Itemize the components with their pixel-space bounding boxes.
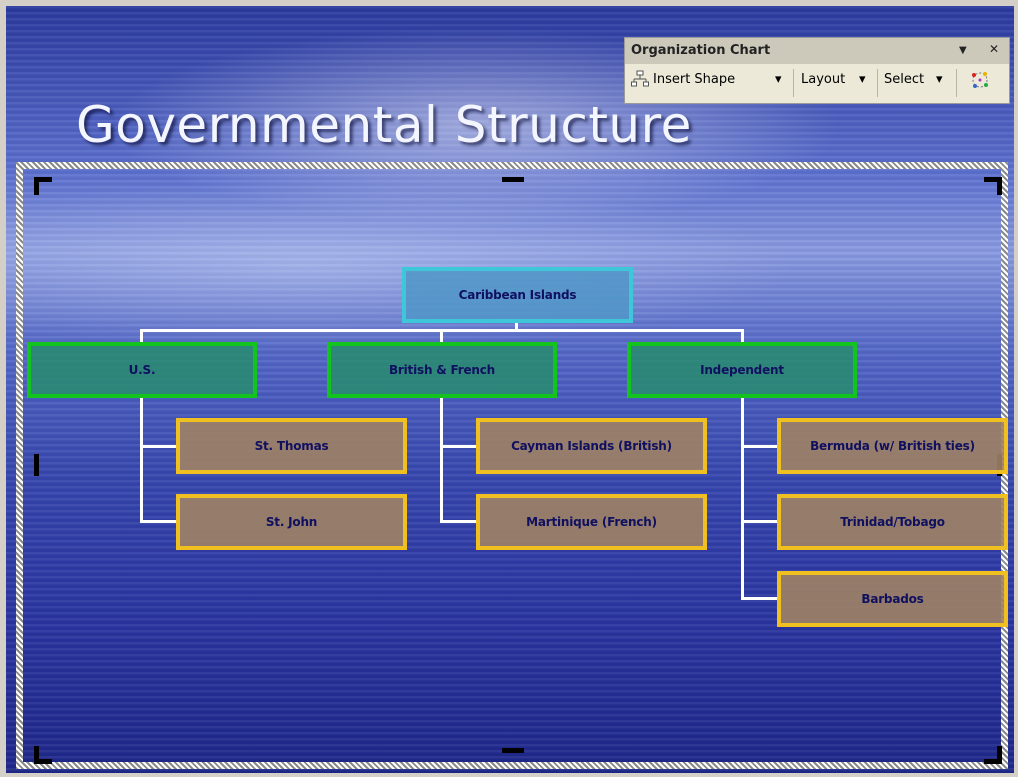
org-box-us[interactable]: U.S.	[27, 342, 257, 398]
resize-handle-bottom-right[interactable]	[997, 746, 1002, 764]
toolbar-separator	[793, 69, 794, 97]
connector-independent-branch-1	[741, 445, 779, 448]
resize-handle-bottom-left-h[interactable]	[34, 759, 52, 764]
resize-handle-top-right-v[interactable]	[997, 177, 1002, 195]
toolbar-separator	[877, 69, 878, 97]
autoformat-glyph-icon	[972, 72, 988, 88]
toolbar-title: Organization Chart	[631, 43, 771, 58]
connector-root-down	[515, 321, 518, 331]
connector-british-french-branch-2	[440, 520, 478, 523]
connector-us-branch-2	[140, 520, 178, 523]
layout-button[interactable]: Layout	[801, 72, 846, 87]
resize-handle-top-left-v[interactable]	[34, 177, 39, 195]
slide-canvas[interactable]: Governmental Structure Caribbean Islands…	[6, 6, 1014, 773]
org-shape-icon	[631, 70, 649, 87]
toolbar-options-icon[interactable]: ▼	[959, 45, 967, 56]
connector-british-french-trunk	[440, 396, 443, 523]
connector-independent-branch-2	[741, 520, 779, 523]
connector-us-up	[140, 329, 143, 345]
organization-chart-toolbar[interactable]: Organization Chart ▼ ✕ Insert Shape ▾ La…	[624, 37, 1010, 104]
resize-handle-bottom-right-h[interactable]	[984, 759, 1002, 764]
org-box-barbados[interactable]: Barbados	[777, 571, 1008, 627]
org-box-independent[interactable]: Independent	[627, 342, 857, 398]
resize-handle-top-left[interactable]	[34, 177, 52, 182]
org-box-martinique[interactable]: Martinique (French)	[476, 494, 707, 550]
connector-us-trunk	[140, 396, 143, 523]
connector-us-branch-1	[140, 445, 178, 448]
org-box-caribbean-islands[interactable]: Caribbean Islands	[402, 267, 633, 323]
resize-handle-top-right[interactable]	[984, 177, 1002, 182]
toolbar-title-bar[interactable]: Organization Chart ▼ ✕	[625, 38, 1009, 64]
org-box-st-john[interactable]: St. John	[176, 494, 407, 550]
autoformat-icon[interactable]	[969, 69, 991, 95]
select-dropdown-icon[interactable]: ▾	[936, 72, 943, 87]
org-box-british-french[interactable]: British & French	[327, 342, 557, 398]
connector-independent-trunk	[741, 396, 744, 599]
toolbar-close-icon[interactable]: ✕	[989, 42, 1000, 56]
insert-shape-button[interactable]: Insert Shape	[653, 72, 736, 87]
connector-british-french-up	[440, 329, 443, 345]
layout-dropdown-icon[interactable]: ▾	[859, 72, 866, 87]
insert-shape-icon[interactable]	[631, 70, 649, 92]
org-box-trinidad-tobago[interactable]: Trinidad/Tobago	[777, 494, 1008, 550]
resize-handle-left[interactable]	[34, 454, 39, 476]
slide-title[interactable]: Governmental Structure	[76, 96, 692, 154]
connector-independent-branch-3	[741, 597, 779, 600]
select-button[interactable]: Select	[884, 72, 925, 87]
resize-handle-bottom[interactable]	[502, 748, 524, 753]
toolbar-separator	[956, 69, 957, 97]
resize-handle-top[interactable]	[502, 177, 524, 182]
org-box-st-thomas[interactable]: St. Thomas	[176, 418, 407, 474]
org-box-cayman-islands[interactable]: Cayman Islands (British)	[476, 418, 707, 474]
connector-british-french-branch-1	[440, 445, 478, 448]
insert-shape-dropdown-icon[interactable]: ▾	[775, 72, 782, 87]
org-box-bermuda[interactable]: Bermuda (w/ British ties)	[777, 418, 1008, 474]
connector-independent-up	[741, 329, 744, 345]
resize-handle-bottom-left[interactable]	[34, 746, 39, 764]
